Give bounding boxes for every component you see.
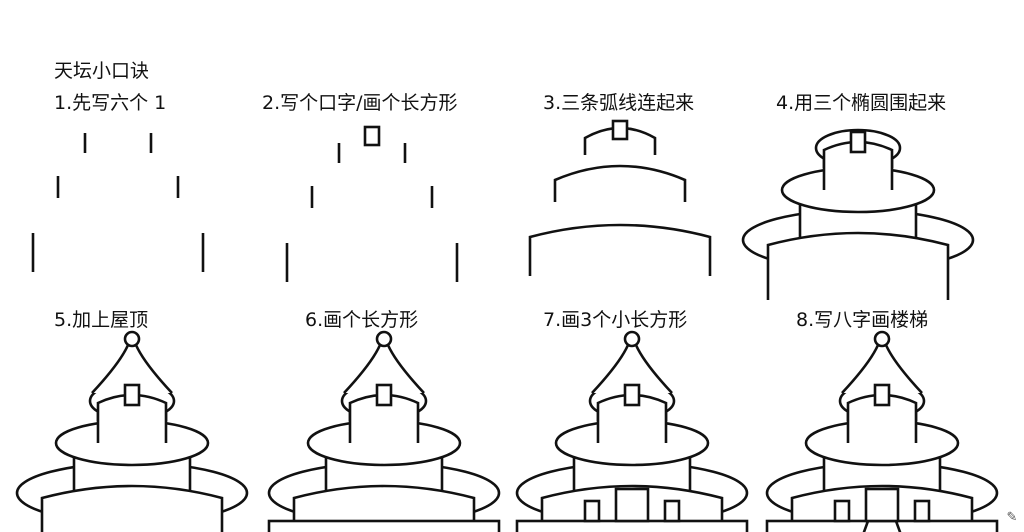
step-2-label: 2.写个口字/画个长方形 bbox=[262, 92, 458, 114]
small-rectangle bbox=[873, 383, 891, 407]
step-4-label: 4.用三个椭圆围起来 bbox=[776, 92, 947, 114]
arc-tier bbox=[553, 164, 687, 202]
bottom-tier-wall bbox=[766, 231, 950, 300]
small-rectangle bbox=[363, 125, 381, 147]
roof-finial bbox=[873, 330, 891, 348]
step-7-label: 7.画3个小长方形 bbox=[543, 309, 688, 331]
step-8-drawing bbox=[765, 330, 999, 532]
step-7-drawing bbox=[515, 330, 749, 532]
base-rectangle bbox=[765, 519, 999, 532]
step-2-drawing bbox=[285, 125, 459, 282]
heading: 天坛小口诀 bbox=[54, 60, 150, 82]
door-rectangle bbox=[864, 487, 900, 523]
small-rectangle bbox=[623, 383, 641, 407]
arc-tier bbox=[528, 223, 712, 276]
small-rectangle bbox=[375, 383, 393, 407]
roof-finial bbox=[623, 330, 641, 348]
small-rectangle bbox=[123, 383, 141, 407]
step-6-label: 6.画个长方形 bbox=[305, 309, 419, 331]
roof-finial bbox=[123, 330, 141, 348]
right-window bbox=[913, 499, 931, 523]
right-window bbox=[663, 499, 681, 523]
step-6-drawing bbox=[267, 330, 501, 532]
base-rectangle bbox=[267, 519, 501, 532]
step-1-label: 1.先写六个 1 bbox=[54, 92, 167, 114]
step-8-label: 8.写八字画楼梯 bbox=[796, 309, 929, 331]
bottom-tier-wall bbox=[292, 484, 476, 521]
left-window bbox=[583, 499, 601, 523]
step-5-label: 5.加上屋顶 bbox=[54, 309, 149, 331]
roof-finial bbox=[375, 330, 393, 348]
small-rectangle bbox=[611, 119, 629, 141]
stairs bbox=[862, 520, 902, 532]
step-3-label: 3.三条弧线连起来 bbox=[543, 92, 695, 114]
step-4-drawing bbox=[741, 128, 975, 300]
step-3-drawing bbox=[528, 119, 712, 276]
door-rectangle bbox=[614, 487, 650, 523]
step-5-drawing bbox=[15, 330, 249, 532]
step-1-drawing bbox=[31, 133, 205, 272]
pencil-icon[interactable]: ✎ bbox=[1002, 508, 1022, 528]
small-rectangle bbox=[849, 130, 867, 154]
bottom-tier-wall bbox=[40, 484, 224, 532]
left-window bbox=[833, 499, 851, 523]
base-rectangle bbox=[515, 519, 749, 532]
